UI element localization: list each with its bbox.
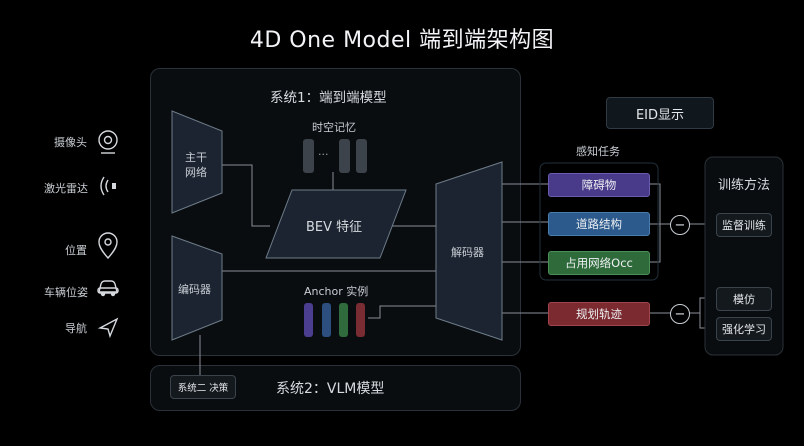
minus-circle-planning: − (670, 304, 690, 324)
input-label-camera: 摄像头 (54, 136, 87, 149)
training-supervised: 监督训练 (716, 213, 772, 237)
bev-shape (265, 189, 407, 259)
encoder-label: 编码器 (178, 283, 211, 296)
system1-label: 系统1：端到端模型 (270, 90, 387, 106)
memory-block (303, 139, 314, 173)
backbone-label: 主干网络 (185, 151, 207, 179)
memory-dots: ··· (318, 148, 329, 161)
eid-display-box: EID显示 (606, 97, 714, 129)
minus-circle-perception: − (670, 215, 690, 235)
backbone-shape (171, 110, 223, 214)
backbone-to-bev-line (222, 164, 270, 227)
input-label-navigation: 导航 (65, 322, 87, 335)
perception-occupancy: 占用网络Occ (548, 251, 650, 275)
memory-label: 时空记忆 (312, 121, 356, 134)
diagram-title: 4D One Model 端到端架构图 (249, 28, 555, 53)
encoder-shape (171, 235, 223, 341)
car-icon (97, 280, 119, 297)
anchor-to-decoder-line (368, 305, 436, 319)
input-label-vehicle-pose: 车辆位姿 (44, 286, 88, 299)
anchor-block (304, 303, 313, 337)
input-label-location: 位置 (65, 244, 87, 257)
decoder-shape (435, 161, 503, 341)
bev-label: BEV 特征 (306, 220, 363, 235)
input-label-lidar: 激光雷达 (44, 182, 88, 195)
system2-decision-box: 系统二 决策 (170, 375, 236, 399)
anchor-label: Anchor 实例 (304, 285, 369, 298)
perception-group-box (539, 162, 659, 281)
perception-obstacle: 障碍物 (548, 173, 650, 197)
training-imitation: 模仿 (716, 287, 772, 311)
training-label: 训练方法 (718, 178, 771, 193)
memory-block (339, 139, 350, 173)
perception-label: 感知任务 (576, 145, 620, 158)
training-reinforcement: 强化学习 (716, 317, 772, 341)
anchor-block (356, 303, 365, 337)
anchor-block (322, 303, 331, 337)
system2-panel (150, 365, 521, 411)
memory-block (356, 139, 367, 173)
anchor-block (339, 303, 348, 337)
perception-road-structure: 道路结构 (548, 212, 650, 236)
decoder-label: 解码器 (451, 246, 484, 259)
location-pin-icon (98, 232, 118, 260)
system2-label: 系统2：VLM模型 (276, 381, 385, 397)
lidar-icon (100, 176, 116, 196)
navigation-arrow-icon (97, 317, 119, 339)
camera-icon (98, 130, 118, 154)
perception-to-minus-line (648, 183, 661, 263)
planning-trajectory: 规划轨迹 (548, 302, 650, 326)
